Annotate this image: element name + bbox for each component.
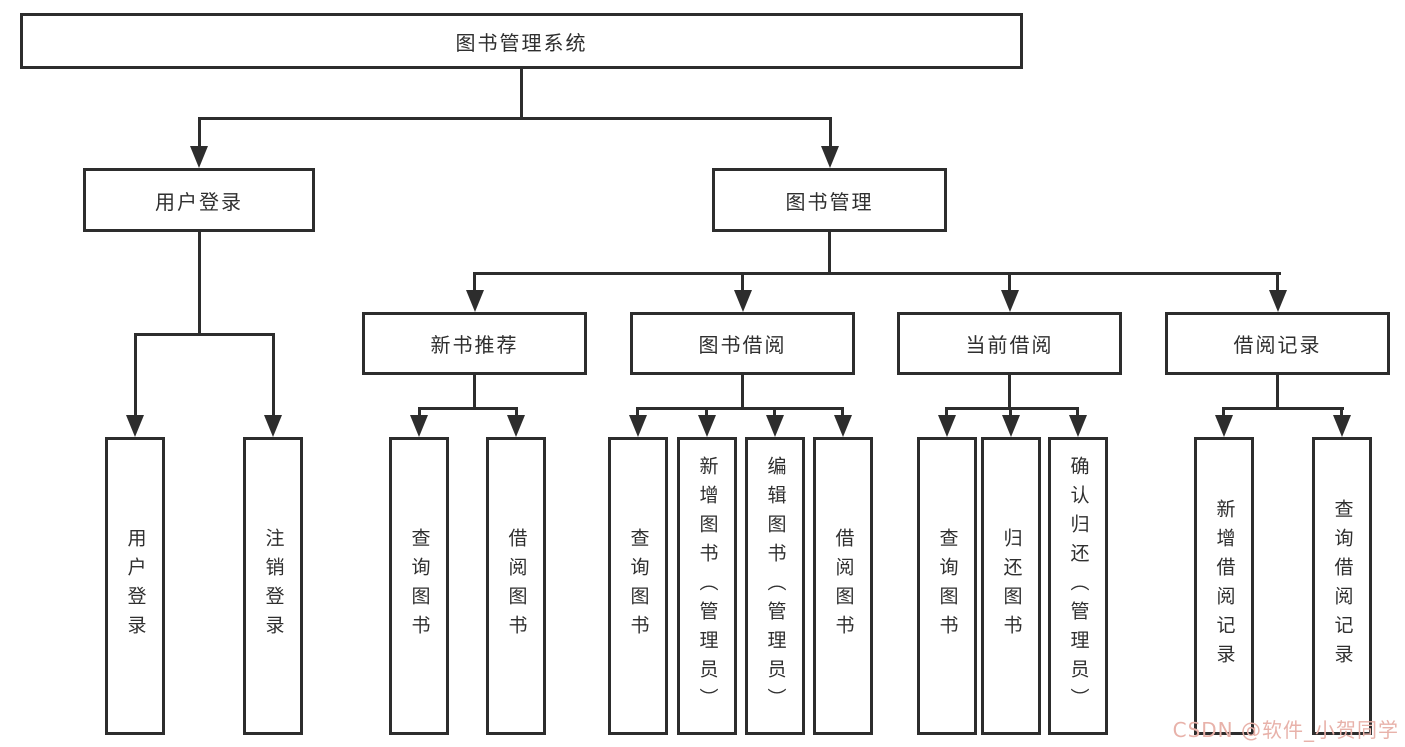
connector-line (272, 333, 275, 416)
node-user-login: 用户登录 (83, 168, 315, 232)
arrow-down-icon (1069, 415, 1087, 437)
connector-line (1222, 407, 1225, 416)
leaf-recommend-query-book-label: 查询图书 (408, 528, 431, 644)
arrow-down-icon (1215, 415, 1233, 437)
connector-line (1008, 375, 1011, 409)
leaf-current-confirm-return-admin-label: 确认归还（管理员） (1067, 455, 1090, 717)
connector-line (473, 272, 476, 291)
connector-line (841, 407, 844, 416)
leaf-recommend-query-book: 查询图书 (389, 437, 449, 735)
connector-line (515, 407, 518, 416)
leaf-borrow-borrow-book-label: 借阅图书 (832, 528, 855, 644)
connector-line (520, 69, 523, 118)
connector-line (1340, 407, 1343, 416)
leaf-current-query-book: 查询图书 (917, 437, 977, 735)
arrow-down-icon (1269, 290, 1287, 312)
arrow-down-icon (698, 415, 716, 437)
node-current-borrow-label: 当前借阅 (965, 333, 1054, 357)
node-borrow-records-label: 借阅记录 (1233, 333, 1322, 357)
leaf-user-login: 用户登录 (105, 437, 165, 735)
leaf-logout-label: 注销登录 (262, 528, 285, 644)
leaf-borrow-query-book-label: 查询图书 (627, 528, 650, 644)
node-user-login-label: 用户登录 (155, 189, 243, 214)
connector-line (636, 407, 639, 416)
connector-line (418, 407, 518, 410)
connector-line (705, 407, 708, 416)
connector-line (741, 272, 744, 291)
leaf-records-query-record: 查询借阅记录 (1312, 437, 1372, 735)
leaf-borrow-edit-book-admin: 编辑图书（管理员） (745, 437, 805, 735)
connector-line (1008, 272, 1011, 291)
arrow-down-icon (1001, 290, 1019, 312)
connector-line (418, 407, 421, 416)
arrow-down-icon (821, 146, 839, 168)
arrow-down-icon (734, 290, 752, 312)
leaf-borrow-add-book-admin: 新增图书（管理员） (677, 437, 737, 735)
connector-line (198, 117, 832, 120)
connector-line (1276, 272, 1279, 291)
leaf-user-login-label: 用户登录 (124, 528, 147, 644)
arrow-down-icon (466, 290, 484, 312)
leaf-borrow-query-book: 查询图书 (608, 437, 668, 735)
connector-line (198, 232, 201, 335)
connector-line (1223, 407, 1344, 410)
arrow-down-icon (126, 415, 144, 437)
connector-line (134, 333, 275, 336)
connector-line (1276, 375, 1279, 409)
leaf-records-add-record: 新增借阅记录 (1194, 437, 1254, 735)
arrow-down-icon (1333, 415, 1351, 437)
connector-line (773, 407, 776, 416)
arrow-down-icon (938, 415, 956, 437)
node-new-book-recommend: 新书推荐 (362, 312, 587, 375)
node-current-borrow: 当前借阅 (897, 312, 1122, 375)
arrow-down-icon (410, 415, 428, 437)
arrow-down-icon (629, 415, 647, 437)
connector-line (1076, 407, 1079, 416)
arrow-down-icon (264, 415, 282, 437)
leaf-borrow-add-book-admin-label: 新增图书（管理员） (696, 455, 719, 717)
leaf-recommend-borrow-book-label: 借阅图书 (505, 528, 528, 644)
leaf-records-query-record-label: 查询借阅记录 (1331, 499, 1354, 673)
arrow-down-icon (834, 415, 852, 437)
node-new-book-recommend-label: 新书推荐 (430, 333, 519, 357)
node-root: 图书管理系统 (20, 13, 1023, 69)
connector-line (134, 333, 137, 416)
node-book-borrow: 图书借阅 (630, 312, 855, 375)
node-book-management: 图书管理 (712, 168, 947, 232)
leaf-current-query-book-label: 查询图书 (936, 528, 959, 644)
arrow-down-icon (507, 415, 525, 437)
node-book-management-label: 图书管理 (785, 189, 874, 214)
connector-line (473, 375, 476, 409)
connector-line (1009, 407, 1012, 416)
leaf-current-return-book: 归还图书 (981, 437, 1041, 735)
node-book-borrow-label: 图书借阅 (698, 333, 787, 357)
watermark: CSDN @软件_小贺同学 (1172, 718, 1399, 742)
arrow-down-icon (1002, 415, 1020, 437)
connector-line (945, 407, 948, 416)
leaf-logout: 注销登录 (243, 437, 303, 735)
connector-line (473, 272, 1281, 275)
connector-line (829, 117, 832, 147)
arrow-down-icon (766, 415, 784, 437)
connector-line (198, 117, 201, 147)
leaf-records-add-record-label: 新增借阅记录 (1213, 499, 1236, 673)
connector-line (946, 407, 1079, 410)
leaf-borrow-borrow-book: 借阅图书 (813, 437, 873, 735)
node-borrow-records: 借阅记录 (1165, 312, 1390, 375)
leaf-recommend-borrow-book: 借阅图书 (486, 437, 546, 735)
connector-line (741, 375, 744, 409)
connector-line (828, 232, 831, 274)
connector-line (637, 407, 844, 410)
leaf-borrow-edit-book-admin-label: 编辑图书（管理员） (764, 455, 787, 717)
leaf-current-return-book-label: 归还图书 (1000, 528, 1023, 644)
node-root-label: 图书管理系统 (455, 30, 588, 55)
arrow-down-icon (190, 146, 208, 168)
leaf-current-confirm-return-admin: 确认归还（管理员） (1048, 437, 1108, 735)
